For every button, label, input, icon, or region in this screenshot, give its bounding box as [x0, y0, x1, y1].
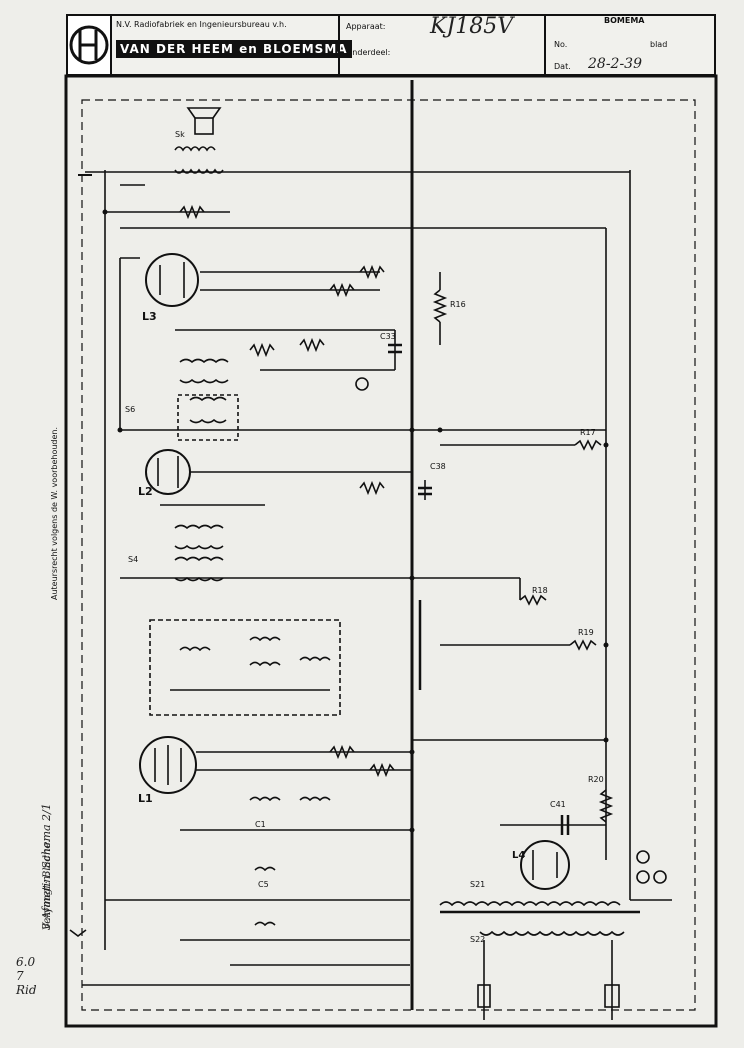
- power-transformer-primary: [479, 930, 625, 936]
- speaker-cone: [186, 107, 222, 119]
- if-coil-2b: [189, 418, 227, 424]
- label-r16: R16: [450, 300, 466, 309]
- if-can-1: [177, 394, 239, 441]
- power-transformer-secondary: [439, 901, 621, 907]
- if-coil-4a: [174, 556, 224, 562]
- drawing-frame: [64, 74, 718, 1028]
- onderdeel-label: Onderdeel:: [346, 48, 391, 57]
- if-coil-1a: [179, 358, 229, 364]
- label-s21: S21: [470, 880, 486, 889]
- label-l2: L2: [138, 485, 153, 498]
- antenna-icon: [69, 929, 87, 937]
- input-coil-3: [254, 866, 276, 872]
- company-logo-icon: [69, 25, 109, 65]
- label-s6: S6: [125, 405, 136, 414]
- volume-pot-icon: [355, 377, 369, 391]
- output-transformer-secondary: [174, 168, 224, 174]
- logo-box: [66, 14, 112, 76]
- label-c38: C38: [430, 462, 446, 471]
- label-l3: L3: [142, 310, 157, 323]
- tube-l3: [145, 253, 199, 307]
- blad-label: blad: [650, 40, 668, 49]
- datum-label: Dat.: [554, 62, 571, 71]
- label-l1: L1: [138, 792, 153, 805]
- input-coil-2: [299, 796, 331, 802]
- stamp-text: BOMEMA: [604, 16, 645, 25]
- r-bias-1: [249, 342, 275, 358]
- label-c33: C33: [380, 332, 396, 341]
- output-transformer-primary: [174, 146, 216, 152]
- label-s22: S22: [470, 935, 486, 944]
- r18-resistor: [519, 594, 547, 606]
- r20-resistor: [598, 789, 614, 823]
- apparaat-value: KJ185V: [430, 14, 514, 39]
- r-l1-a: [329, 744, 355, 760]
- r-l1-b: [369, 762, 395, 778]
- output-resistor: [179, 204, 205, 220]
- label-c5: C5: [258, 880, 269, 889]
- r-l2: [359, 480, 385, 496]
- r-screen: [359, 264, 385, 280]
- osc-coil-2: [249, 636, 281, 642]
- company-line-1: N.V. Radiofabriek en Ingenieursbureau v.…: [116, 20, 287, 29]
- company-line-2: VAN DER HEEM en BLOEMSMA: [116, 40, 352, 58]
- r17-resistor: [574, 439, 602, 451]
- r19-resistor: [569, 639, 597, 651]
- if-coil-3b: [174, 544, 224, 550]
- label-c41: C41: [550, 800, 566, 809]
- r16-resistor: [432, 289, 448, 323]
- tube-l1: [139, 736, 197, 794]
- osc-coil-1: [179, 646, 211, 652]
- label-r19: R19: [578, 628, 594, 637]
- if-coil-2a: [189, 396, 227, 402]
- r-anode: [329, 282, 355, 298]
- label-r20: R20: [588, 775, 604, 784]
- handwritten-bottom: 6.0 7 Rid: [16, 955, 37, 997]
- label-sk: Sk: [175, 130, 185, 139]
- no-label: No.: [554, 40, 568, 49]
- pilot-lamp-3-icon: [653, 870, 667, 884]
- if-coil-1b: [179, 378, 229, 384]
- pilot-lamp-2-icon: [636, 870, 650, 884]
- pilot-lamp-1-icon: [636, 850, 650, 864]
- speaker-icon: [194, 117, 214, 135]
- label-r18: R18: [532, 586, 548, 595]
- label-c1: C1: [255, 820, 266, 829]
- chassis-outline: [81, 99, 696, 1011]
- osc-coil-3: [249, 661, 281, 667]
- coil-assembly: [149, 619, 341, 716]
- label-s4: S4: [128, 555, 139, 564]
- r-bias-2: [299, 337, 325, 353]
- osc-coil-4: [299, 656, 331, 662]
- tube-l4-rectifier: [520, 840, 570, 890]
- datum-value: 28-2-39: [588, 56, 642, 72]
- label-l4: L4: [512, 850, 526, 861]
- label-r17: R17: [580, 428, 596, 437]
- if-coil-3a: [174, 524, 224, 530]
- input-coil-4: [254, 921, 276, 927]
- apparaat-label: Apparaat:: [346, 22, 386, 31]
- input-coil-1: [249, 796, 281, 802]
